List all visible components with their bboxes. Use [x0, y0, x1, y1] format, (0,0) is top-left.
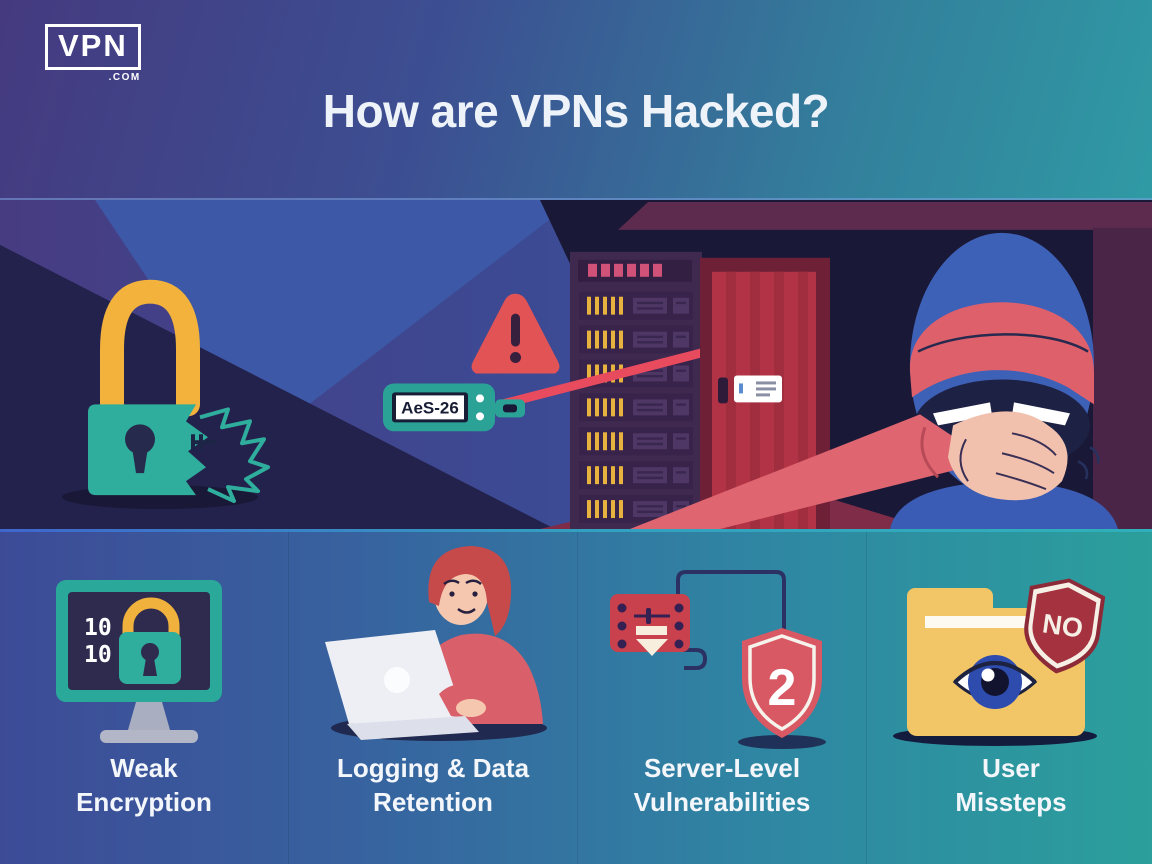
- vpn-logo-text: VPN: [58, 28, 128, 63]
- padlock-shackle: [100, 279, 200, 422]
- hacker-beanie: [909, 302, 1095, 405]
- binary-line-2: 10: [84, 642, 112, 668]
- cause-server-level-vulnerabilities: 2 Server-Level Vulnerabilities: [577, 532, 866, 864]
- vpn-logo-box: VPN: [45, 24, 141, 70]
- hacker-arm: [630, 414, 990, 529]
- causes-row: 10 10 Weak Encryption: [0, 532, 1152, 864]
- vpn-logo-suffix: .COM: [108, 71, 141, 83]
- cause-label-logging-retention: Logging & Data Retention: [336, 753, 530, 817]
- hacker-right-eye: [1012, 402, 1070, 426]
- no-shield-icon: NO: [1024, 578, 1106, 674]
- vpn-com-logo: VPN .COM: [45, 24, 141, 83]
- band-divider: [0, 529, 1152, 532]
- hacker-torso: [890, 481, 1118, 529]
- header: VPN .COM How are VPNs Hacked?: [0, 0, 1152, 200]
- cause-logging-data-retention: Logging & Data Retention: [288, 532, 577, 864]
- ceiling-band: [618, 201, 1152, 230]
- person-laptop-icon: [289, 532, 577, 750]
- laser-beam: [500, 341, 735, 408]
- circuit-shield-icon: 2: [578, 532, 866, 750]
- aes-tag: AeS-26: [383, 383, 525, 432]
- aes-tag-label: AeS-26: [401, 398, 459, 417]
- folder-eye-no-shield-icon: NO: [867, 532, 1152, 750]
- hacker-figure: [630, 232, 1118, 529]
- cause-label-user-missteps: User Missteps: [955, 753, 1067, 817]
- door-card: [734, 375, 782, 403]
- hacked-scene-illustration: AeS-26: [0, 200, 1152, 529]
- hacker-hand: [948, 411, 1068, 501]
- monitor-lock-icon: 10 10: [0, 532, 288, 750]
- hacker-left-eye: [933, 402, 992, 426]
- server-rack: [570, 251, 702, 529]
- cause-weak-encryption: 10 10 Weak Encryption: [0, 532, 288, 864]
- cause-label-server-vulnerabilities: Server-Level Vulnerabilities: [633, 753, 811, 817]
- cause-label-weak-encryption: Weak Encryption: [76, 753, 212, 817]
- crack-outline: [199, 407, 270, 504]
- shield-number: 2: [768, 659, 797, 717]
- broken-padlock-icon: [62, 279, 270, 510]
- no-shield-label: NO: [1041, 608, 1085, 643]
- door-handle: [718, 377, 728, 404]
- binary-line-1: 10: [84, 615, 112, 641]
- right-wall: [1093, 227, 1152, 529]
- illustration-band: AeS-26: [0, 200, 1152, 529]
- cause-user-missteps: NO User Missteps: [866, 532, 1152, 864]
- page-title: How are VPNs Hacked?: [322, 85, 830, 137]
- warning-triangle-icon: [471, 293, 560, 374]
